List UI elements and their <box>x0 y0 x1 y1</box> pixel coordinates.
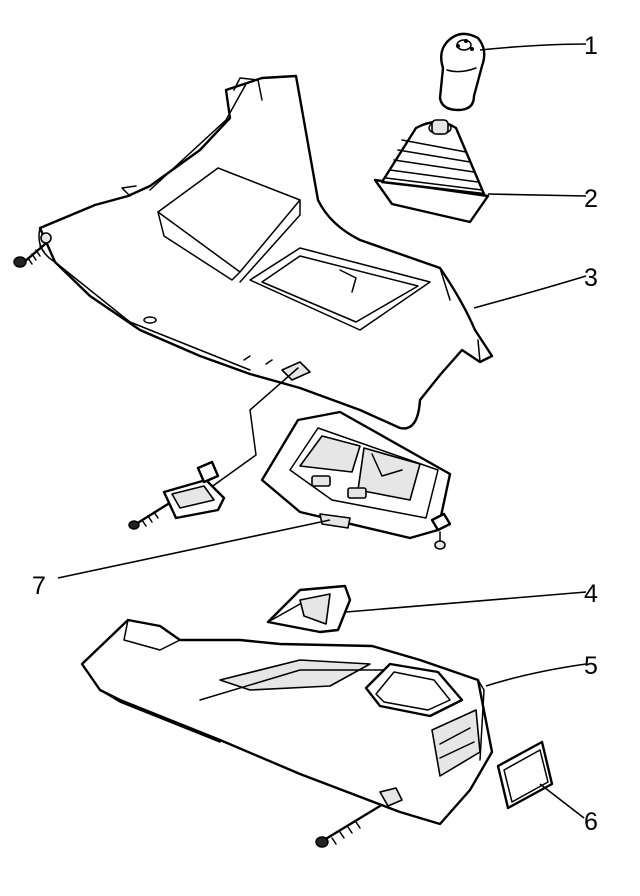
screw-lower <box>315 804 382 848</box>
shift-knob <box>438 32 486 112</box>
callouts: 1 2 3 4 5 6 7 <box>32 32 598 836</box>
callout-1: 1 <box>584 32 598 60</box>
leader-5 <box>485 663 587 687</box>
leader-4 <box>345 591 587 613</box>
callout-3: 3 <box>584 264 598 292</box>
callout-5: 5 <box>584 652 598 680</box>
shift-boot <box>373 119 490 224</box>
leader-2 <box>487 193 587 197</box>
lower-console <box>80 618 494 826</box>
upper-console-trim <box>38 74 494 430</box>
cover-plate <box>496 740 554 810</box>
switch-bracket-assembly <box>128 367 299 530</box>
callout-6: 6 <box>584 808 598 836</box>
cupholder-insert <box>266 584 352 634</box>
callout-4: 4 <box>584 580 598 608</box>
leader-lines <box>57 43 587 819</box>
leader-7 <box>57 519 331 579</box>
leader-6 <box>539 783 585 819</box>
ashtray-bezel <box>260 410 452 550</box>
leader-3 <box>473 275 587 309</box>
leader-1 <box>479 43 587 51</box>
screw-upper-left <box>13 232 52 268</box>
callout-7: 7 <box>32 572 46 600</box>
callout-2: 2 <box>584 185 598 213</box>
